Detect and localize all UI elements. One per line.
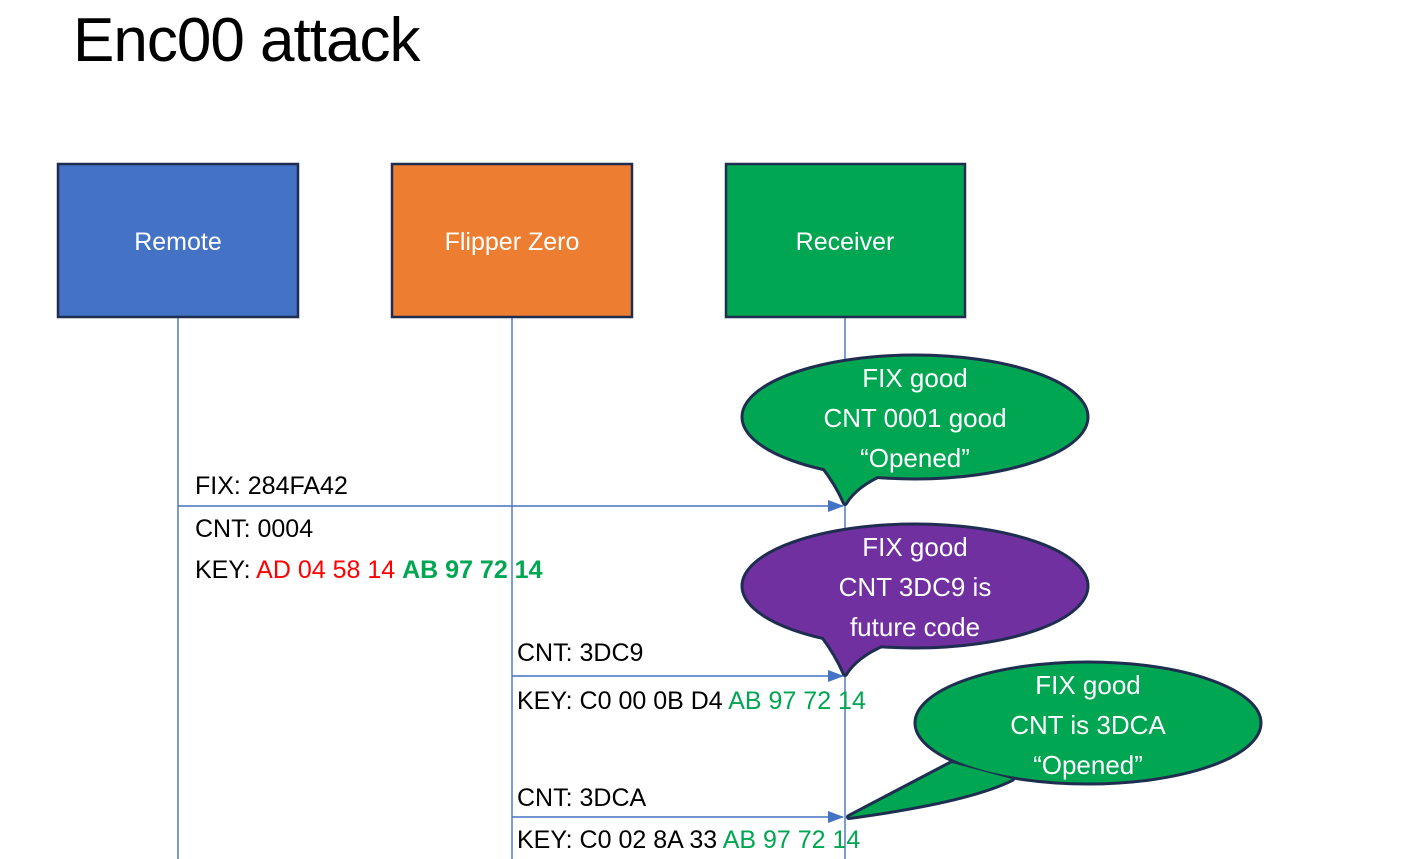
callout-3-line-3: “Opened” (1033, 750, 1143, 780)
actor-receiver: Receiver (724, 162, 967, 319)
actor-box-remote (56, 162, 300, 319)
callout-3-line-2: CNT is 3DCA (1010, 710, 1166, 740)
message-1-fix-label: FIX: 284FA42 (195, 472, 348, 500)
callout-2-line-1: FIX good (862, 532, 968, 562)
callout-1-line-1: FIX good (862, 363, 968, 393)
message-1-cnt-label: CNT: 0004 (195, 515, 313, 543)
callout-3: FIX good CNT is 3DCA “Opened” (846, 660, 1263, 820)
message-3: CNT: 3DCA KEY: C0 02 8A 33 AB 97 72 14 (512, 784, 860, 854)
message-2: CNT: 3DC9 KEY: C0 00 0B D4 AB 97 72 14 (512, 639, 866, 715)
callout-2-tail-fill (822, 635, 884, 674)
message-2-cnt-label: CNT: 3DC9 (517, 639, 643, 667)
callout-1-tail-fill (822, 465, 884, 503)
message-3-key-label: KEY: C0 02 8A 33 AB 97 72 14 (517, 826, 860, 854)
actor-box-flipper-zero (390, 162, 634, 319)
callout-3-line-1: FIX good (1035, 670, 1141, 700)
callout-3-bubble (913, 660, 1263, 786)
actor-label-remote: Remote (134, 228, 222, 256)
callout-1-line-3: “Opened” (860, 443, 970, 473)
callout-1-line-2: CNT 0001 good (823, 403, 1006, 433)
callout-2-line-2: CNT 3DC9 is (839, 572, 992, 602)
message-1: FIX: 284FA42 CNT: 0004 KEY: AD 04 58 14 … (178, 472, 844, 584)
actor-remote: Remote (56, 162, 300, 319)
callout-2: FIX good CNT 3DC9 is future code (740, 522, 1090, 677)
actor-box-receiver (724, 162, 967, 319)
slide-title: Enc00 attack (73, 6, 421, 75)
callout-2-line-3: future code (850, 612, 980, 642)
callout-1: FIX good CNT 0001 good “Opened” (740, 353, 1090, 506)
message-1-key-label: KEY: AD 04 58 14 AB 97 72 14 (195, 556, 543, 584)
actor-label-flipper-zero: Flipper Zero (445, 228, 580, 256)
message-2-key-label: KEY: C0 00 0B D4 AB 97 72 14 (517, 687, 866, 715)
actor-flipper-zero: Flipper Zero (390, 162, 634, 319)
callout-3-tail-fill (849, 763, 1012, 817)
actor-label-receiver: Receiver (796, 228, 895, 256)
message-3-cnt-label: CNT: 3DCA (517, 784, 647, 812)
callout-2-bubble (740, 522, 1090, 650)
callout-1-bubble (740, 353, 1090, 481)
